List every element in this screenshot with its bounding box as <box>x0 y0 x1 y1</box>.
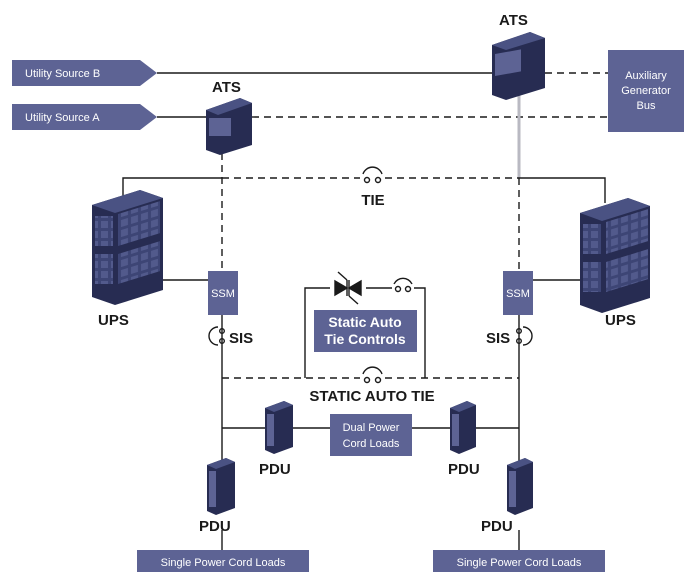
aux-generator-bus: Auxiliary Generator Bus <box>608 50 684 132</box>
tie-arc <box>362 166 383 175</box>
ups-left-label: UPS <box>98 312 129 329</box>
dual-line-1: Dual Power <box>343 422 400 434</box>
ups-right-label: UPS <box>605 312 636 329</box>
dual-line-2: Cord Loads <box>343 438 400 450</box>
aux-line-3: Bus <box>637 100 656 112</box>
ups-left <box>92 190 163 305</box>
ssm-right: SSM <box>503 271 533 315</box>
controls-loop-left <box>304 287 330 378</box>
controls-breaker-icon <box>393 277 413 293</box>
tie-label: TIE <box>361 192 384 209</box>
static-tie-breaker-icon <box>362 366 383 384</box>
aux-line-2: Generator <box>621 85 671 97</box>
tie-breaker <box>362 166 383 184</box>
aux-line-1: Auxiliary <box>625 70 667 82</box>
ats-top-right: ATS <box>492 12 545 100</box>
controls-line-2: Tie Controls <box>324 331 406 347</box>
utility-source-a-label: Utility Source A <box>25 112 100 124</box>
ssm-left: SSM <box>208 271 238 315</box>
controls-line-1: Static Auto <box>328 314 401 330</box>
dual-power-cord-loads: Dual Power Cord Loads <box>330 414 412 456</box>
ats-left-label: ATS <box>212 79 241 96</box>
pdu-inner-right <box>450 401 476 454</box>
pdu-outer-right-label: PDU <box>481 518 513 535</box>
pdu-inner-left-label: PDU <box>259 461 291 478</box>
ups-right <box>580 198 650 313</box>
controls-loop-right <box>414 287 426 378</box>
pdu-inner-right-label: PDU <box>448 461 480 478</box>
ssm-right-label: SSM <box>506 288 530 300</box>
sis-right-label: SIS <box>486 330 510 347</box>
pdu-outer-left <box>207 458 235 515</box>
sis-left-label: SIS <box>229 330 253 347</box>
single-loads-left: Single Power Cord Loads <box>137 550 309 572</box>
thyristor-icon <box>334 271 362 305</box>
right-ups-bus <box>519 177 606 203</box>
pdu-inner-left <box>265 401 293 454</box>
tie-contact-right <box>374 176 382 184</box>
utility-source-a: Utility Source A <box>12 104 157 130</box>
single-loads-right: Single Power Cord Loads <box>433 550 605 572</box>
ats-left: ATS <box>206 79 252 155</box>
utility-source-b: Utility Source B <box>12 60 157 86</box>
sis-right-symbol <box>516 326 533 346</box>
pdu-outer-right <box>507 458 533 515</box>
sis-left-symbol <box>208 326 225 346</box>
pdu-outer-left-label: PDU <box>199 518 231 535</box>
ssm-left-label: SSM <box>211 288 235 300</box>
static-auto-tie-label: STATIC AUTO TIE <box>309 388 434 405</box>
static-auto-tie-controls: Static Auto Tie Controls <box>314 310 417 352</box>
tie-contact-left <box>363 176 371 184</box>
single-loads-right-label: Single Power Cord Loads <box>457 557 582 569</box>
wiring <box>122 72 608 550</box>
ats-top-label: ATS <box>499 12 528 29</box>
single-loads-left-label: Single Power Cord Loads <box>161 557 286 569</box>
utility-source-b-label: Utility Source B <box>25 68 100 80</box>
